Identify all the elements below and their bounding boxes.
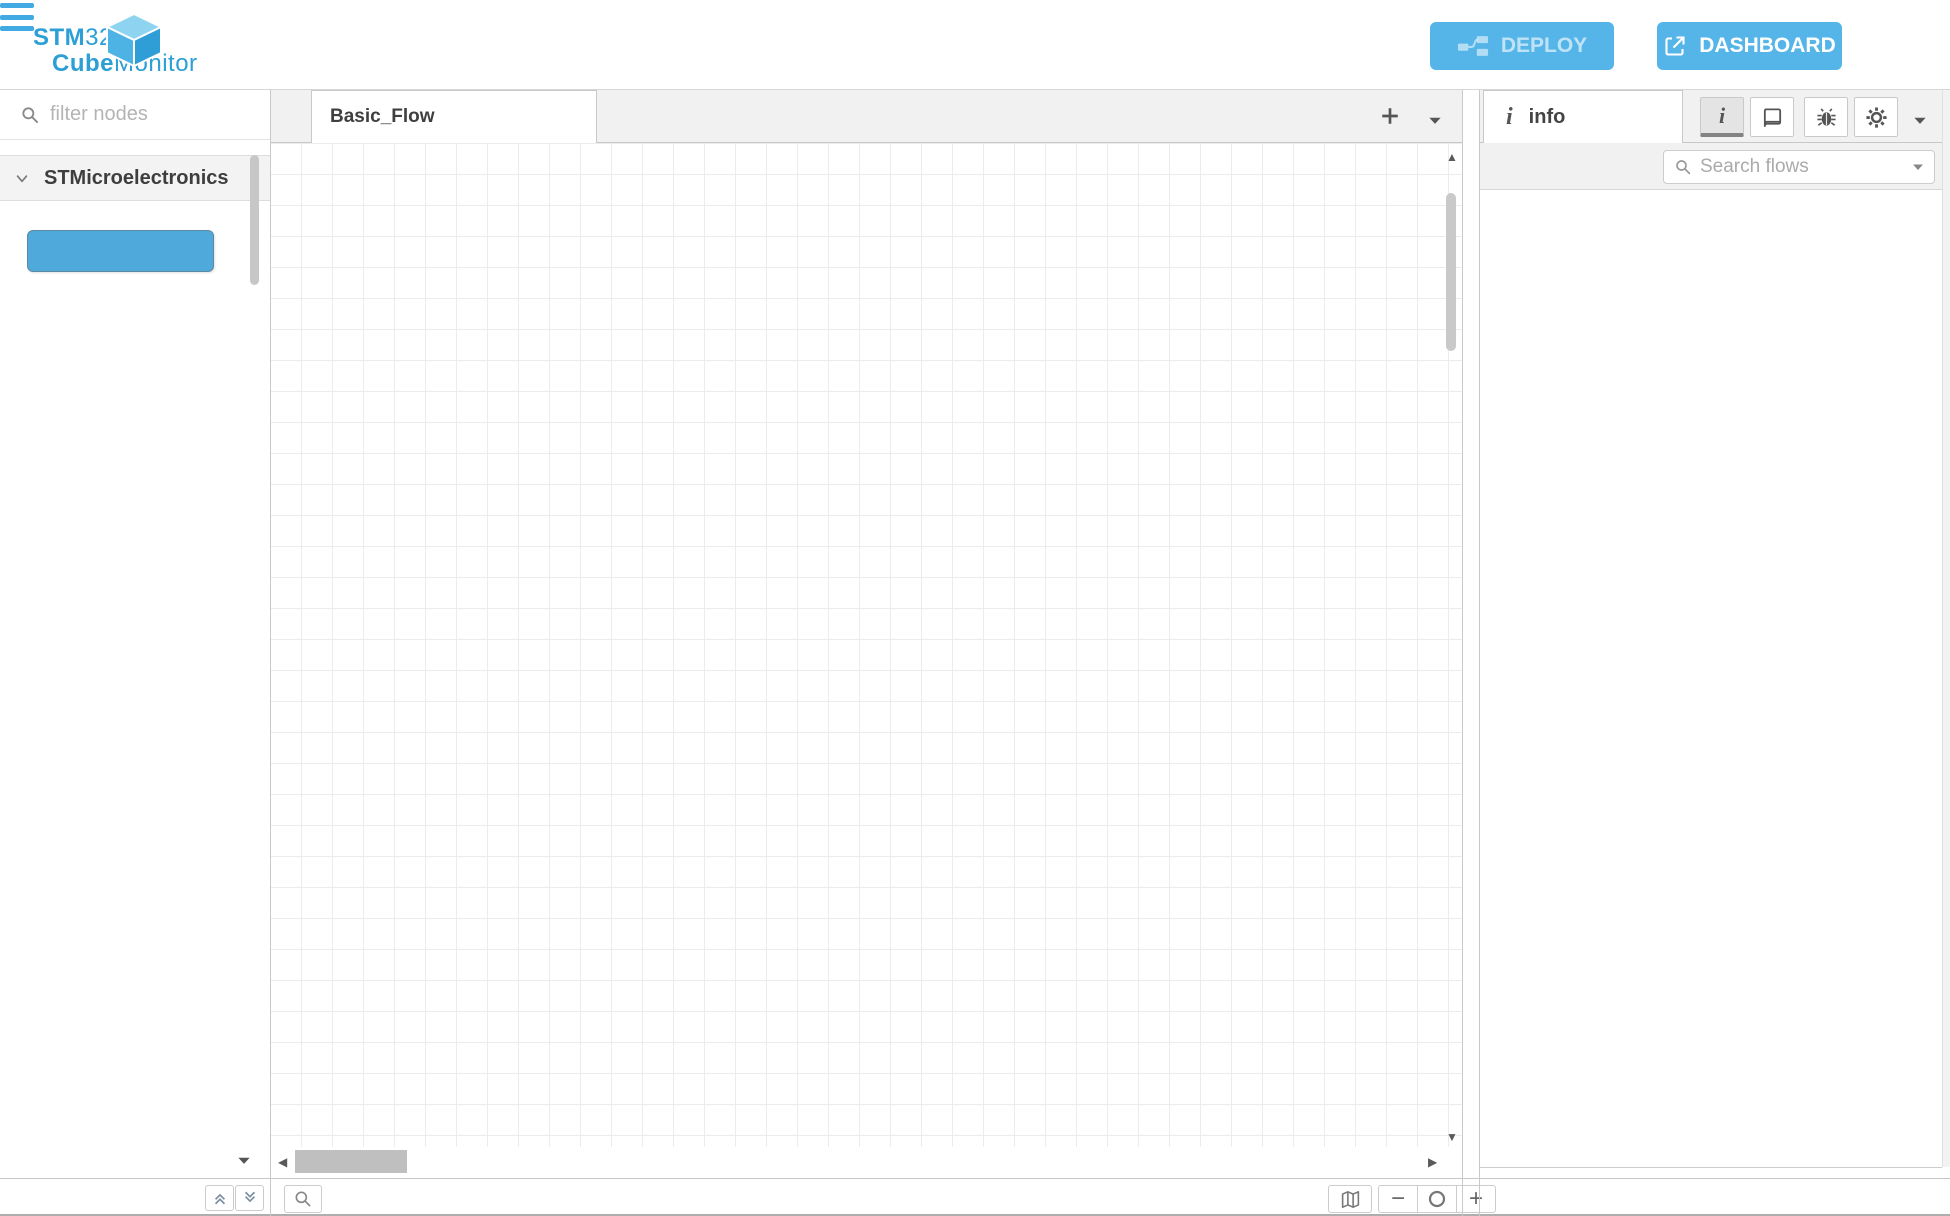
canvas-right-border[interactable] <box>1462 90 1463 1216</box>
cube-icon <box>103 12 165 68</box>
palette-filter <box>0 90 270 140</box>
scroll-right-icon[interactable]: ▶ <box>1428 1156 1437 1168</box>
sidebar-left-border[interactable] <box>1479 90 1480 1216</box>
sidebar-vscroll-track[interactable] <box>1942 90 1950 1167</box>
info-icon: i <box>1506 104 1513 131</box>
tab-info[interactable]: i info <box>1483 90 1683 143</box>
search-icon <box>20 105 40 125</box>
bug-icon <box>1815 106 1838 129</box>
palette-collapse-down-button[interactable] <box>235 1185 264 1211</box>
workspace-tabbar: Basic_Flow <box>270 90 1462 143</box>
minimap-button[interactable] <box>1328 1185 1372 1213</box>
info-sidebar: i info i <box>1480 90 1942 1178</box>
canvas-hscrollbar[interactable] <box>295 1150 407 1173</box>
search-caret-icon[interactable] <box>1912 163 1924 171</box>
app-header: STM32 CubeMonitor DEPLOY DASHBOARD <box>0 0 1950 90</box>
footer-bar: − + <box>0 1178 1950 1216</box>
search-icon <box>1674 158 1692 176</box>
chevron-down-icon <box>14 172 30 185</box>
info-tool-button[interactable]: i <box>1700 97 1744 137</box>
debug-tool-button[interactable] <box>1804 97 1848 137</box>
tab-basic-flow[interactable]: Basic_Flow <box>311 90 597 143</box>
search-flows-box[interactable] <box>1663 150 1935 184</box>
sidebar-divider <box>1480 1167 1942 1168</box>
help-tool-button[interactable] <box>1750 97 1794 137</box>
deploy-button[interactable]: DEPLOY <box>1430 22 1614 70</box>
node-palette: STMicroelectronics <box>0 90 270 1178</box>
search-flows-input[interactable] <box>1700 156 1904 178</box>
palette-border <box>270 90 271 1216</box>
palette-scroll-down-icon[interactable] <box>237 1152 251 1170</box>
palette-scrollbar[interactable] <box>250 155 259 285</box>
sidebar-tabbar: i info i <box>1480 90 1942 143</box>
dashboard-button[interactable]: DASHBOARD <box>1657 22 1842 70</box>
add-flow-icon[interactable] <box>1380 106 1400 131</box>
scroll-up-icon[interactable]: ▲ <box>1446 151 1458 163</box>
zoom-out-button[interactable]: − <box>1378 1185 1418 1213</box>
deploy-label: DEPLOY <box>1501 34 1587 58</box>
scroll-left-icon[interactable]: ◀ <box>278 1156 287 1168</box>
stm32-cubemonitor-logo: STM32 CubeMonitor <box>26 10 216 84</box>
scroll-down-icon[interactable]: ▼ <box>1446 1131 1458 1143</box>
flow-list-caret-icon[interactable] <box>1428 112 1442 130</box>
settings-tool-button[interactable] <box>1854 97 1898 137</box>
gear-icon <box>1865 106 1888 129</box>
palette-node-acq-stlink-out[interactable] <box>27 230 214 272</box>
book-icon <box>1761 106 1784 129</box>
zoom-search-button[interactable] <box>284 1185 322 1213</box>
filter-nodes-input[interactable] <box>50 103 240 126</box>
zoom-reset-button[interactable] <box>1417 1185 1457 1213</box>
palette-category-stmicroelectronics[interactable]: STMicroelectronics <box>0 155 270 201</box>
canvas-hscroll-row: ◀ ▶ <box>270 1147 1462 1178</box>
flow-canvas[interactable]: ▲ ▼ <box>270 143 1462 1147</box>
canvas-vscrollbar[interactable] <box>1446 193 1456 351</box>
dashboard-label: DASHBOARD <box>1699 34 1836 58</box>
wires-layer <box>270 143 1462 1147</box>
palette-collapse-up-button[interactable] <box>205 1185 234 1211</box>
sidebar-caret-icon[interactable] <box>1913 112 1927 130</box>
logo-text-stm32: STM32 <box>33 24 113 52</box>
palette-category-label: STMicroelectronics <box>44 167 229 190</box>
deploy-icon <box>1457 34 1489 58</box>
external-link-icon <box>1663 34 1687 58</box>
sidebar-search-row <box>1480 143 1942 190</box>
